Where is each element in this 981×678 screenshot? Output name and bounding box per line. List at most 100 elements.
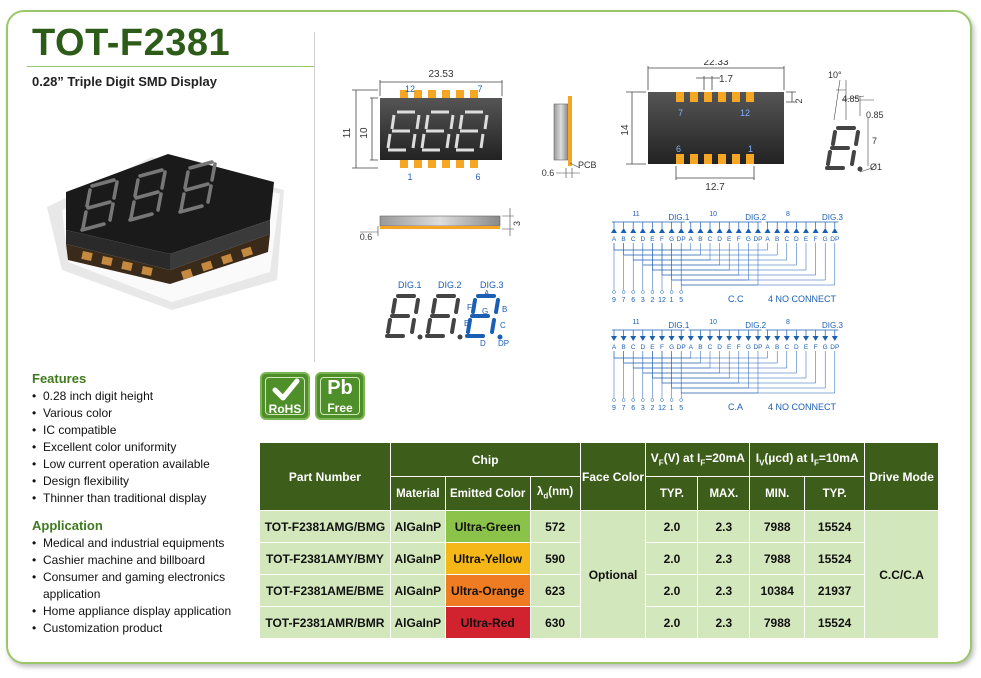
table-row: TOT-F2381AMR/BMR AlGaInP Ultra-Red 630 2… — [259, 606, 939, 639]
svg-text:A: A — [484, 289, 490, 298]
header-part-number: Part Number — [259, 442, 391, 511]
led-diode — [668, 336, 675, 341]
led-diode — [803, 336, 809, 341]
product-photo — [47, 154, 284, 310]
led-diode — [678, 228, 685, 233]
segment-label: E — [804, 236, 809, 243]
led-diode — [812, 336, 819, 341]
segment-label: C — [784, 236, 789, 243]
segment-legend-drawing: DIG.1 DIG.2 DIG.3 A B C D E F G DP — [385, 280, 509, 348]
led-diode — [783, 228, 790, 233]
segment-label: B — [698, 236, 702, 243]
product-title: TOT-F2381 — [32, 22, 231, 64]
segment-label: B — [775, 344, 779, 351]
pin-number: 1 — [670, 297, 674, 304]
svg-text:6: 6 — [676, 144, 681, 154]
svg-text:10: 10 — [359, 127, 370, 139]
vertical-divider — [314, 32, 315, 362]
no-connect-label: 4 NO CONNECT — [768, 294, 837, 304]
segment-label: C — [708, 236, 713, 243]
led-diode — [822, 228, 829, 233]
segment-label: D — [717, 236, 722, 243]
free-label: Free — [327, 401, 353, 415]
pin-number: 2 — [650, 405, 654, 412]
led-diode — [630, 228, 637, 233]
segment-label: D — [640, 236, 645, 243]
svg-text:2: 2 — [794, 98, 804, 103]
digit-pin-label: 8 — [786, 319, 790, 326]
segment-label: G — [746, 236, 751, 243]
led-diode — [822, 336, 829, 341]
led-diode — [735, 336, 742, 341]
segment-label: DP — [753, 236, 762, 243]
segment-label: D — [640, 344, 645, 351]
led-diode — [687, 336, 694, 341]
segment-label: A — [765, 236, 770, 243]
svg-text:G: G — [482, 307, 488, 316]
check-icon — [272, 378, 300, 401]
svg-text:DP: DP — [498, 339, 509, 348]
list-item: IC compatible — [32, 422, 210, 439]
digit-label: DIG.2 — [745, 213, 766, 222]
svg-text:10°: 10° — [828, 70, 842, 80]
led-diode — [726, 228, 733, 233]
svg-text:0.85: 0.85 — [866, 110, 884, 120]
side-view-drawing: PCB 0.6 — [542, 96, 597, 178]
segment-label: E — [727, 236, 732, 243]
segment-label: C — [631, 344, 636, 351]
led-diode — [620, 228, 627, 233]
photo-digits — [80, 160, 217, 232]
list-item: Various color — [32, 405, 210, 422]
segment-label: B — [775, 236, 779, 243]
segment-label: F — [737, 236, 741, 243]
led-diode — [687, 228, 694, 233]
header-emitted-color: Emitted Color — [444, 476, 531, 511]
digit-pin-label: 11 — [632, 319, 639, 326]
led-diode — [659, 228, 665, 233]
svg-text:PCB: PCB — [578, 160, 597, 170]
header-drive-mode: Drive Mode — [864, 442, 939, 511]
svg-text:1: 1 — [407, 172, 412, 182]
circuit-type-label: C.A — [728, 402, 743, 412]
segment-label: G — [746, 344, 751, 351]
svg-text:Ø1: Ø1 — [870, 162, 882, 172]
face-color-value: Optional — [579, 510, 647, 639]
segment-label: E — [727, 344, 732, 351]
svg-text:1: 1 — [748, 144, 753, 154]
segment-label: D — [717, 344, 722, 351]
led-diode — [716, 336, 723, 341]
segment-label: D — [794, 344, 799, 351]
led-diode — [764, 336, 771, 341]
segment-label: A — [765, 344, 770, 351]
list-item: Consumer and gaming electronics applicat… — [32, 569, 252, 603]
digit-label: DIG.1 — [668, 213, 689, 222]
segment-label: A — [612, 344, 617, 351]
header-wavelength: λd(nm) — [529, 476, 581, 511]
led-diode — [630, 336, 637, 341]
led-diode — [774, 336, 781, 341]
pin-number: 2 — [650, 297, 654, 304]
led-diode — [697, 228, 704, 233]
led-diode — [639, 336, 646, 341]
led-diode — [659, 336, 665, 341]
rohs-label: RoHS — [268, 402, 302, 416]
header-vf-typ: TYP. — [645, 476, 699, 511]
svg-text:3: 3 — [512, 221, 522, 226]
pin-number: 3 — [641, 297, 645, 304]
led-diode — [678, 336, 685, 341]
segment-label: F — [814, 236, 818, 243]
svg-text:6: 6 — [475, 172, 480, 182]
led-diode — [649, 228, 656, 233]
segment-label: DP — [677, 344, 686, 351]
led-diode — [726, 336, 733, 341]
pin-number: 6 — [631, 405, 635, 412]
application-list: Medical and industrial equipments Cashie… — [32, 535, 252, 637]
digit-pin-label: 11 — [632, 211, 639, 218]
spec-table: Part Number Chip Face Color VF(V) at IF=… — [259, 442, 939, 639]
pb-label: Pb — [327, 377, 353, 399]
led-diode — [831, 336, 838, 341]
list-item: Medical and industrial equipments — [32, 535, 252, 552]
svg-text:7: 7 — [477, 84, 482, 94]
